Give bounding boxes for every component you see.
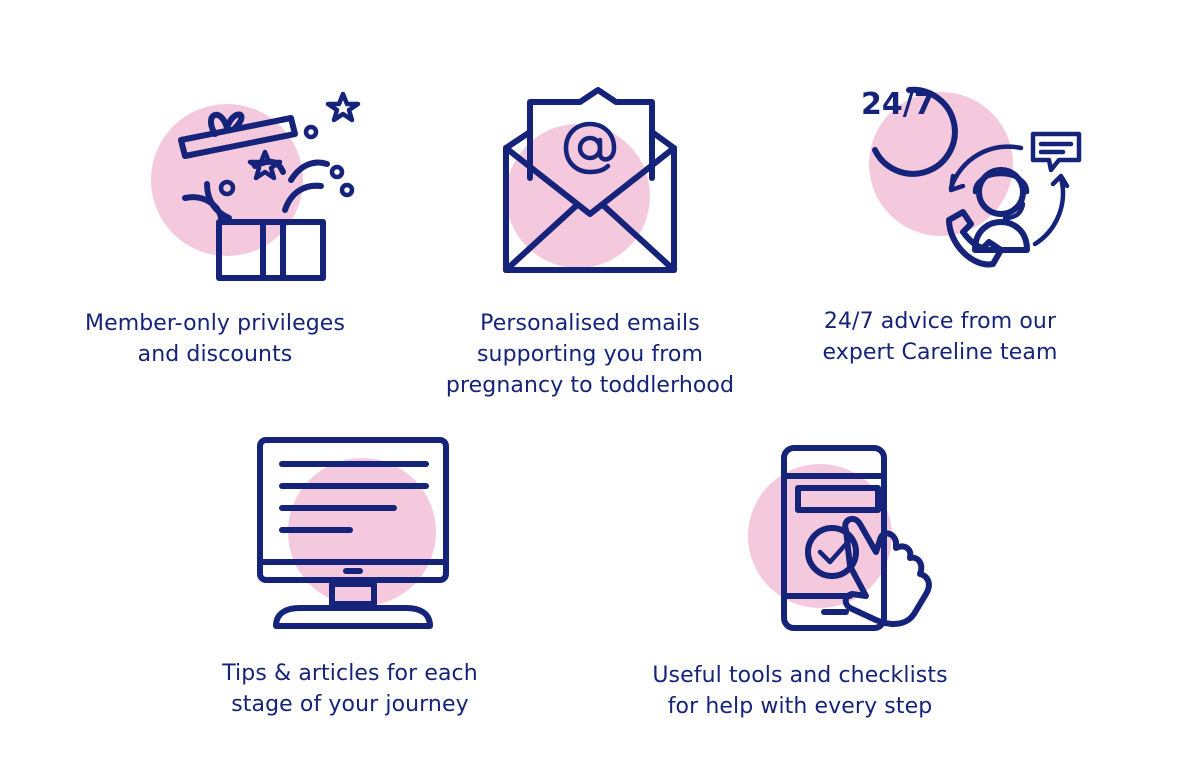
gift-box-icon — [115, 88, 361, 288]
benefit-caption: Useful tools and checklists for help wit… — [652, 660, 947, 722]
smartphone-checklist-icon — [700, 444, 932, 634]
benefit-personalised-emails: Personalised emails supporting you from … — [430, 87, 750, 401]
email-envelope-icon — [490, 87, 690, 278]
benefit-member-privileges: Member-only privileges and discounts — [60, 88, 370, 370]
benefit-tools-checklists: Useful tools and checklists for help wit… — [620, 444, 980, 722]
caption-line: and discounts — [137, 342, 293, 367]
benefit-tips-articles: Tips & articles for each stage of your j… — [190, 436, 510, 720]
caption-line: Personalised emails — [480, 311, 700, 336]
caption-line: for help with every step — [667, 694, 933, 719]
caption-line: expert Careline team — [822, 340, 1058, 365]
caption-line: 24/7 advice from our — [823, 309, 1057, 334]
careline-247-label: 24/7 — [861, 87, 935, 122]
benefit-caption: Personalised emails supporting you from … — [446, 308, 734, 401]
caption-line: pregnancy to toddlerhood — [445, 373, 735, 398]
caption-line: Tips & articles for each — [222, 661, 478, 686]
benefit-caption: 24/7 advice from our expert Careline tea… — [822, 306, 1057, 368]
careline-247-icon: 24/7 — [825, 72, 1082, 272]
caption-line: supporting you from — [476, 342, 703, 367]
benefit-caption: Member-only privileges and discounts — [85, 308, 345, 370]
caption-line: Useful tools and checklists — [652, 663, 948, 688]
benefit-careline-advice: 24/7 24/7 advice from our expert Carelin… — [790, 72, 1090, 368]
benefit-caption: Tips & articles for each stage of your j… — [222, 658, 478, 720]
monitor-icon — [250, 436, 450, 636]
caption-line: Member-only privileges — [84, 311, 346, 336]
caption-line: stage of your journey — [231, 692, 469, 717]
